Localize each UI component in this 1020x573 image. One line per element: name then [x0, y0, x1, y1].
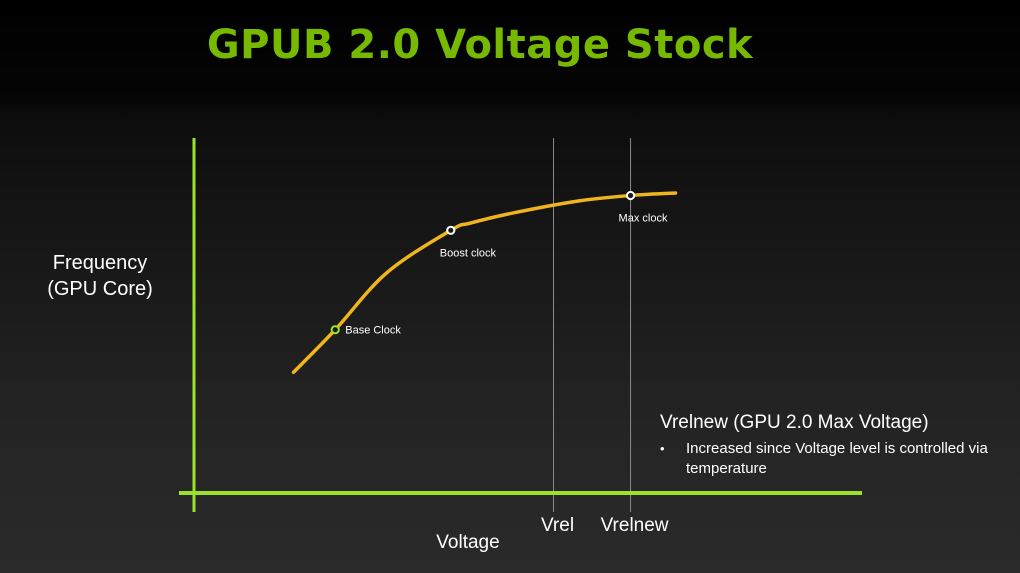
voltage-note: Vrelnew (GPU 2.0 Max Voltage) Increased … [660, 411, 1020, 479]
point-max-clock [625, 190, 636, 201]
y-axis-label-line-1: Frequency [52, 252, 148, 274]
label-boost-clock: Boost clock [440, 247, 497, 259]
label-base-clock: Base Clock [345, 325, 401, 337]
x-axis-label: Voltage [436, 532, 499, 553]
note-bullets: Increased since Voltage level is control… [660, 439, 1020, 479]
y-axis-label: Frequency (GPU Core) [30, 250, 170, 302]
point-boost-clock [446, 225, 456, 235]
page-title: GPUB 2.0 Voltage Stock [206, 22, 754, 68]
tick-label-vrel: Vrel [541, 515, 574, 536]
frequency-curve [291, 191, 678, 375]
label-max-clock: Max clock [619, 213, 668, 225]
y-axis-label-line-2: (GPU Core) [47, 278, 153, 300]
point-base-clock [330, 325, 340, 335]
note-bullet: Increased since Voltage level is control… [660, 439, 1020, 479]
note-heading: Vrelnew (GPU 2.0 Max Voltage) [660, 412, 929, 433]
tick-label-vrelnew: Vrelnew [601, 515, 669, 536]
